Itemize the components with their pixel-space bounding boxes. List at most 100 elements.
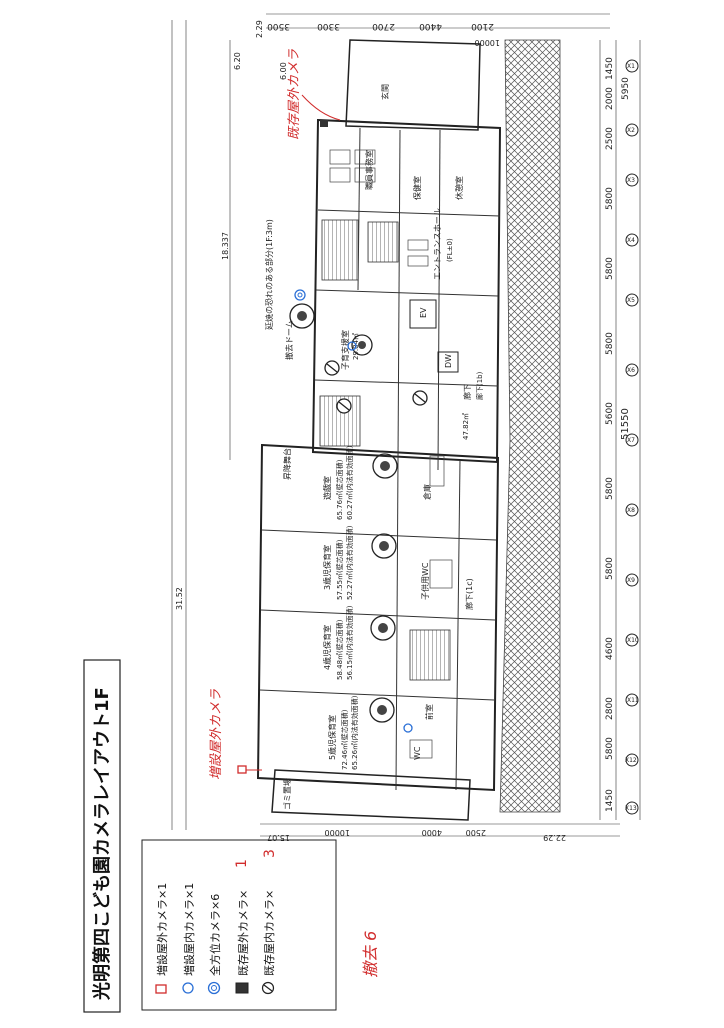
dw-box bbox=[437, 351, 459, 373]
room-label-yugi: 遊戯室 bbox=[322, 476, 332, 500]
omni-camera-icon bbox=[371, 533, 397, 559]
room-labels: 5歳児保育室 72.46㎡(壁芯面積) 65.26㎡(内法有効面積) 4歳児保育… bbox=[264, 84, 484, 810]
axis-marker: X6 bbox=[625, 363, 639, 377]
room-area: 57.55㎡(壁芯面積) bbox=[335, 539, 344, 600]
existing-outdoor-camera bbox=[320, 120, 328, 127]
room-area: 52.27㎡(内法有効面積) bbox=[345, 525, 354, 600]
outdoor-new-camera-icon bbox=[155, 984, 167, 994]
stair-areas bbox=[319, 219, 459, 681]
room-area: 56.15㎡(内法有効面積) bbox=[345, 605, 354, 680]
dimension-lines bbox=[171, 13, 641, 837]
dim-text: 2100 bbox=[471, 21, 494, 31]
axis-markers: X1 X2 X3 X4 X5 X6 X7 X8 X9 X10 X11 X12 X… bbox=[625, 59, 639, 815]
svg-text:X4: X4 bbox=[627, 237, 635, 244]
room-label-kyushitsu: 休憩室 bbox=[454, 176, 464, 200]
dim-text: 5950 bbox=[621, 77, 631, 100]
dim-text: 31.52 bbox=[175, 587, 184, 610]
stair-2 bbox=[367, 221, 399, 263]
svg-text:X10: X10 bbox=[627, 637, 639, 644]
title-block: 光明第四こども園カメラレイアウト1F bbox=[83, 659, 121, 1013]
note-arrow bbox=[301, 94, 341, 121]
svg-text:X8: X8 bbox=[627, 507, 635, 514]
legend-label: 全方位カメラ×6 bbox=[208, 894, 222, 976]
axis-marker: X7 bbox=[625, 433, 639, 447]
existing-indoor-cameras bbox=[324, 360, 428, 414]
dim-text: 2700 bbox=[372, 21, 395, 31]
dim-text: 3300 bbox=[317, 21, 340, 31]
axis-marker: X8 bbox=[625, 503, 639, 517]
room-label-roka-1c: 廊下(1c) bbox=[464, 578, 474, 610]
svg-text:X7: X7 bbox=[627, 437, 635, 444]
room-label-hall: 廊下 bbox=[462, 384, 472, 400]
outdoor-existing-camera-icon bbox=[320, 120, 328, 127]
axis-marker: X13 bbox=[625, 801, 639, 815]
room-label-genkan: 玄関 bbox=[380, 84, 390, 100]
dim-text: 5800 bbox=[605, 332, 615, 355]
legend-item-outdoor-existing: 既存屋外カメラ× 1 bbox=[234, 859, 250, 994]
building-outline bbox=[256, 39, 502, 821]
room-area: 47.82㎡ bbox=[462, 413, 470, 440]
axis-marker: X3 bbox=[625, 173, 639, 187]
dim-text: 6.20 bbox=[233, 52, 242, 70]
indoor-new-camera-icon bbox=[294, 289, 306, 301]
room-label-dw: DW bbox=[444, 354, 453, 368]
omni-camera-icon bbox=[370, 615, 396, 641]
axis-marker: X11 bbox=[625, 693, 639, 707]
dim-text: 5600 bbox=[605, 402, 615, 425]
indoor-new-camera-icon bbox=[347, 341, 357, 351]
legend-label: 増設屋内カメラ×1 bbox=[182, 883, 196, 976]
omni-cameras bbox=[289, 303, 398, 723]
interior-walls bbox=[259, 127, 501, 791]
svg-text:X13: X13 bbox=[625, 805, 637, 812]
legend: 増設屋外カメラ×1 増設屋内カメラ×1 全方位カメラ×6 既存屋外カメラ× 1 … bbox=[141, 839, 337, 1011]
room-area: 58.48㎡(壁芯面積) bbox=[335, 619, 344, 680]
room-label-4yr: 4歳児保育室 bbox=[322, 625, 332, 670]
omni-camera-icon bbox=[207, 981, 221, 995]
svg-text:X2: X2 bbox=[627, 127, 635, 134]
dim-text: 22.29 bbox=[543, 833, 566, 842]
outdoor-existing-camera-icon bbox=[235, 982, 249, 994]
legend-label: 既存屋外カメラ× bbox=[236, 890, 250, 976]
legend-item-omni: 全方位カメラ×6 bbox=[207, 894, 222, 995]
room-label-5yr: 5歳児保育室 bbox=[327, 715, 337, 760]
dim-total: 51550 bbox=[620, 408, 631, 440]
room-label-3yr: 3歳児保育室 bbox=[322, 545, 332, 590]
dim-text: 5800 bbox=[605, 557, 615, 580]
axis-marker: X2 bbox=[625, 123, 639, 137]
axis-marker: X5 bbox=[625, 293, 639, 307]
indoor-new-camera-icon bbox=[182, 982, 194, 994]
legend-annotation: 3 bbox=[262, 849, 278, 858]
stair-1 bbox=[321, 219, 359, 281]
svg-text:X1: X1 bbox=[627, 63, 635, 70]
legend-item-indoor-existing: 既存屋内カメラ× 3 bbox=[261, 849, 278, 995]
removed-count-note: 撤去 6 bbox=[361, 931, 380, 978]
indoor-existing-camera-icon bbox=[324, 360, 340, 376]
room-area: 65.26㎡(内法有効面積) bbox=[350, 695, 359, 770]
room-label-gomi: ゴミ置場 bbox=[282, 778, 292, 810]
room-area: 72.46㎡(壁芯面積) bbox=[340, 709, 349, 770]
dim-text: 2500 bbox=[605, 127, 615, 150]
dim-text: 5800 bbox=[605, 737, 615, 760]
dim-text: 5800 bbox=[605, 477, 615, 500]
legend-label: 増設屋外カメラ×1 bbox=[155, 883, 169, 976]
room-label-hoken: 保健室 bbox=[412, 176, 422, 200]
svg-text:X3: X3 bbox=[627, 177, 635, 184]
fire-zone-note: 延焼の恐れのある部分(1F:3m) bbox=[264, 219, 274, 330]
dome-label: 撤去ドーム bbox=[284, 320, 294, 360]
dim-text: 15.07 bbox=[267, 833, 290, 842]
omni-camera-icon-inner bbox=[211, 985, 217, 991]
omni-camera-icon bbox=[369, 697, 395, 723]
dim-text: 5800 bbox=[605, 187, 615, 210]
title-frame bbox=[83, 659, 121, 1013]
dim-text: 2000 bbox=[605, 87, 615, 110]
dim-text: 2800 bbox=[605, 697, 615, 720]
room-label-storage: 倉庫 bbox=[422, 484, 432, 500]
axis-marker: X10 bbox=[625, 633, 639, 647]
room-label-maeshitsu: 前室 bbox=[424, 704, 434, 720]
dim-text: 6.00 bbox=[279, 62, 288, 80]
axis-marker: X9 bbox=[625, 573, 639, 587]
room-area: 60.27㎡(内法有効面積) bbox=[345, 445, 354, 520]
side-dim-labels: 31.52 18.337 6.20 6.00 2.29 10000 4000 2… bbox=[175, 20, 566, 842]
dim-text: 4600 bbox=[605, 637, 615, 660]
